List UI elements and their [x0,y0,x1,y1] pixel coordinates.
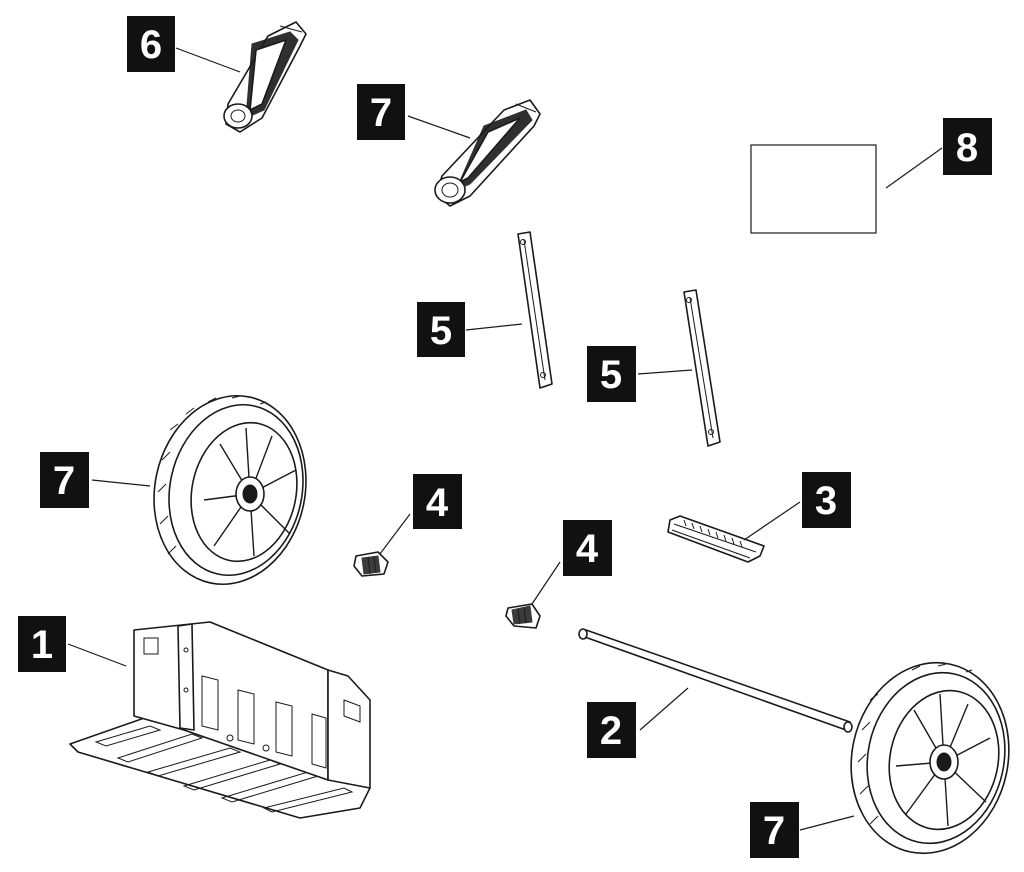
callout-4a: 4 [413,474,462,529]
axle-bracket [667,515,765,563]
callout-5a: 5 [417,302,465,357]
callout-1: 1 [18,616,66,672]
callout-7b-label: 7 [763,809,785,853]
support-bar-right [683,289,721,447]
support-bar-left [517,231,553,389]
callout-7a-label: 7 [53,459,75,503]
wheel-right [850,661,1010,855]
instruction-card [750,144,877,234]
callout-6b: 7 [357,84,405,140]
handle-grip-right [434,99,541,207]
callout-8-label: 8 [956,126,978,170]
callout-3: 3 [802,472,851,528]
callout-5b-label: 5 [600,353,622,397]
wheel-left [153,394,307,586]
spacer-right [505,603,541,629]
callout-4a-label: 4 [426,481,449,525]
callout-6b-label: 7 [370,91,392,135]
spacer-left [353,551,389,577]
handle-grip-left [223,21,307,133]
callout-3-label: 3 [815,479,837,523]
callout-5b: 5 [587,346,636,402]
axle-rod [578,628,853,733]
callout-6a: 6 [127,16,175,72]
callout-2-label: 2 [600,709,622,753]
callout-1-label: 1 [31,623,53,667]
callout-6a-label: 6 [140,23,162,67]
callout-7b: 7 [750,802,799,858]
leader-lines [67,47,943,831]
callout-5a-label: 5 [430,309,452,353]
callout-4b-label: 4 [576,527,599,571]
callout-7a: 7 [40,452,89,508]
base-frame [69,621,371,819]
callout-8: 8 [943,118,992,175]
callout-4b: 4 [563,520,612,576]
callout-2: 2 [587,702,636,758]
